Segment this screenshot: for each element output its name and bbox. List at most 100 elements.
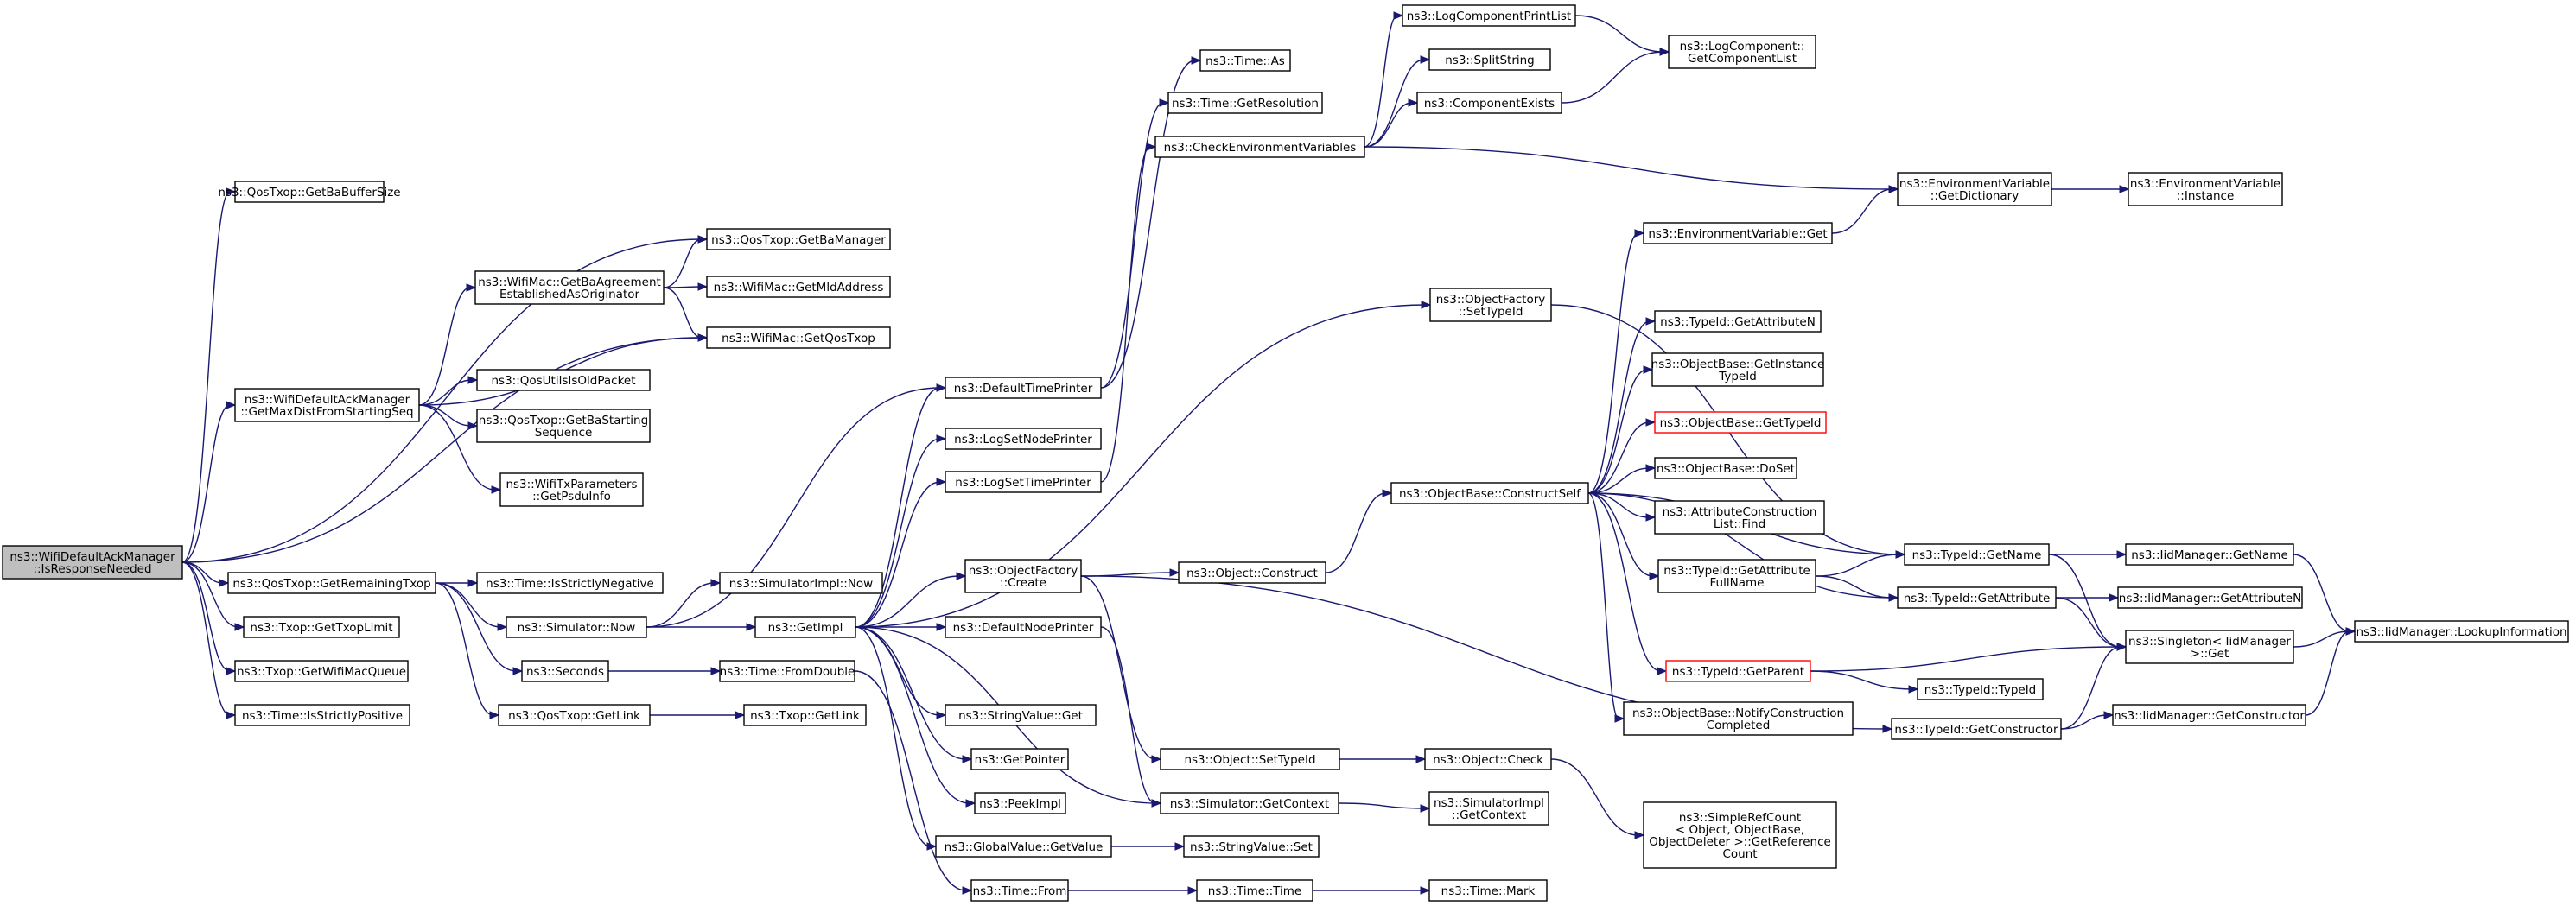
node-n7[interactable]: ns3::WifiDefaultAckManager::GetMaxDistFr…	[234, 388, 420, 422]
node-n59[interactable]: ns3::SimpleRefCount< Object, ObjectBase,…	[1643, 801, 1837, 869]
node-n28[interactable]: ns3::StringValue::Get	[945, 704, 1097, 726]
node-n67[interactable]: ns3::IidManager::GetAttributeN	[2117, 586, 2303, 609]
node-n5[interactable]: ns3::WifiMac::GetMldAddress	[706, 276, 891, 298]
node-n31[interactable]: ns3::GlobalValue::GetValue	[935, 835, 1112, 858]
node-n19[interactable]: ns3::Txop::GetLink	[743, 704, 867, 726]
node-n18[interactable]: ns3::QosTxop::GetLink	[498, 704, 651, 726]
node-n22[interactable]: ns3::Time::IsStrictlyPositive	[234, 704, 410, 726]
node-n2[interactable]: ns3::QosTxop::GetBaBufferSize	[218, 181, 401, 203]
edge-arrowhead	[697, 235, 709, 244]
edge-arrowhead	[697, 333, 709, 342]
node-n27[interactable]: ns3::DefaultNodePrinter	[945, 616, 1102, 638]
node-n41[interactable]: ns3::LogComponentPrintList	[1402, 4, 1576, 27]
node-n58[interactable]: ns3::ObjectBase::NotifyConstructionCompl…	[1623, 701, 1854, 736]
node-box	[1654, 411, 1827, 434]
node-n45[interactable]: ns3::ObjectBase::ConstructSelf	[1390, 482, 1589, 504]
node-n3[interactable]: ns3::QosTxop::GetBaManager	[706, 228, 891, 250]
node-n53[interactable]: ns3::ObjectBase::GetTypeId	[1654, 411, 1827, 434]
node-n10[interactable]: ns3::WifiTxParameters::GetPsduInfo	[499, 472, 644, 507]
node-n34[interactable]: ns3::Time::GetResolution	[1167, 92, 1323, 114]
node-label: ns3::LogSetNodePrinter	[954, 433, 1092, 447]
edge-arrowhead	[1187, 886, 1199, 895]
node-n6[interactable]: ns3::WifiMac::GetQosTxop	[706, 326, 891, 349]
node-n40[interactable]: ns3::Time::Time	[1196, 879, 1313, 902]
node-n70[interactable]: ns3::IidManager::LookupInformation	[2354, 620, 2569, 643]
edge-line	[2055, 597, 2121, 648]
node-n57[interactable]: ns3::TypeId::GetParent	[1665, 660, 1811, 682]
node-n39[interactable]: ns3::StringValue::Set	[1183, 835, 1320, 858]
node-box	[1897, 586, 2057, 609]
node-n69[interactable]: ns3::IidManager::GetConstructor	[2112, 704, 2306, 726]
node-n46[interactable]: ns3::Object::Check	[1424, 748, 1552, 770]
node-n13[interactable]: ns3::Simulator::Now	[506, 616, 647, 638]
node-n36[interactable]: ns3::Object::Construct	[1178, 561, 1326, 584]
node-n54[interactable]: ns3::ObjectBase::DoSet	[1654, 457, 1797, 479]
node-n14[interactable]: ns3::SimulatorImpl::Now	[719, 572, 883, 594]
node-n44[interactable]: ns3::ObjectFactory::SetTypeId	[1429, 288, 1552, 322]
node-n51[interactable]: ns3::TypeId::GetAttributeN	[1654, 310, 1822, 333]
edge-arrowhead	[936, 383, 947, 392]
node-n33[interactable]: ns3::Time::As	[1199, 49, 1291, 72]
node-n42[interactable]: ns3::SplitString	[1428, 48, 1551, 71]
node-n32[interactable]: ns3::Time::From	[970, 879, 1069, 902]
edge-arrowhead	[497, 623, 508, 631]
node-n49[interactable]: ns3::LogComponent::GetComponentList	[1668, 35, 1816, 69]
node-label: ns3::WifiMac::GetQosTxop	[722, 332, 875, 345]
node-n12[interactable]: ns3::Time::IsStrictlyNegative	[476, 572, 664, 594]
node-label: ns3::Object::Construct	[1186, 567, 1318, 580]
node-n48[interactable]: ns3::Time::Mark	[1428, 879, 1548, 902]
edge-arrowhead	[1420, 804, 1431, 813]
node-n38[interactable]: ns3::Simulator::GetContext	[1160, 792, 1339, 814]
node-n47[interactable]: ns3::SimulatorImpl::GetContext	[1428, 791, 1549, 826]
node-n20[interactable]: ns3::Txop::GetTxopLimit	[243, 616, 400, 638]
node-n60[interactable]: ns3::EnvironmentVariable::GetDictionary	[1897, 172, 2052, 206]
edge-arrowhead	[1146, 143, 1157, 151]
node-n66[interactable]: ns3::IidManager::GetName	[2125, 543, 2294, 566]
node-box	[2125, 630, 2294, 664]
node-n21[interactable]: ns3::Txop::GetWifiMacQueue	[234, 660, 409, 682]
node-n25[interactable]: ns3::LogSetTimePrinter	[945, 471, 1102, 493]
edge-arrowhead	[491, 485, 502, 494]
node-n8[interactable]: ns3::QosUtilsIsOldPacket	[476, 369, 651, 391]
node-n23[interactable]: ns3::DefaultTimePrinter	[945, 377, 1102, 399]
edge-arrowhead	[1159, 98, 1170, 107]
node-n37[interactable]: ns3::Object::SetTypeId	[1160, 748, 1340, 770]
node-n17[interactable]: ns3::Time::FromDouble	[719, 660, 855, 682]
node-n63[interactable]: ns3::TypeId::TypeId	[1917, 678, 2044, 700]
node-n16[interactable]: ns3::Seconds	[521, 660, 609, 682]
edge-line	[1364, 59, 1425, 148]
node-box	[935, 835, 1112, 858]
edge-arrowhead	[1415, 755, 1427, 763]
node-n65[interactable]: ns3::EnvironmentVariable::Instance	[2128, 172, 2283, 206]
node-box	[1654, 310, 1822, 333]
edge-line	[418, 379, 473, 406]
node-n4[interactable]: ns3::WifiMac::GetBaAgreementEstablishedA…	[474, 270, 665, 305]
node-label: ::Create	[1000, 576, 1046, 590]
node-n11[interactable]: ns3::QosTxop::GetRemainingTxop	[227, 572, 436, 594]
node-n68[interactable]: ns3::Singleton< IidManager >::Get	[2125, 630, 2294, 664]
edge-line	[1100, 102, 1164, 389]
edge-n45-n58	[1587, 492, 1625, 723]
node-n29[interactable]: ns3::GetPointer	[970, 748, 1069, 770]
node-n26[interactable]: ns3::ObjectFactory::Create	[964, 559, 1082, 593]
node-n24[interactable]: ns3::LogSetNodePrinter	[945, 428, 1102, 450]
node-n35[interactable]: ns3::CheckEnvironmentVariables	[1154, 136, 1365, 158]
node-n1[interactable]: ns3::WifiDefaultAckManager::IsResponseNe…	[2, 545, 183, 580]
node-n43[interactable]: ns3::ComponentExists	[1416, 92, 1562, 114]
node-n15[interactable]: ns3::GetImpl	[754, 616, 856, 638]
node-n30[interactable]: ns3::PeekImpl	[974, 792, 1066, 814]
node-box	[1402, 4, 1576, 27]
node-n50[interactable]: ns3::EnvironmentVariable::Get	[1643, 222, 1833, 244]
node-label: ns3::WifiMac::GetMldAddress	[714, 281, 884, 295]
edge-arrowhead	[936, 478, 947, 486]
node-n61[interactable]: ns3::TypeId::GetName	[1904, 543, 2050, 566]
node-n62[interactable]: ns3::TypeId::GetAttribute	[1897, 586, 2057, 609]
node-n64[interactable]: ns3::TypeId::GetConstructor	[1891, 718, 2062, 740]
edge-line	[646, 582, 716, 628]
node-label: ns3::LogSetTimePrinter	[955, 476, 1091, 490]
edge-n45-n56	[1587, 492, 1660, 580]
